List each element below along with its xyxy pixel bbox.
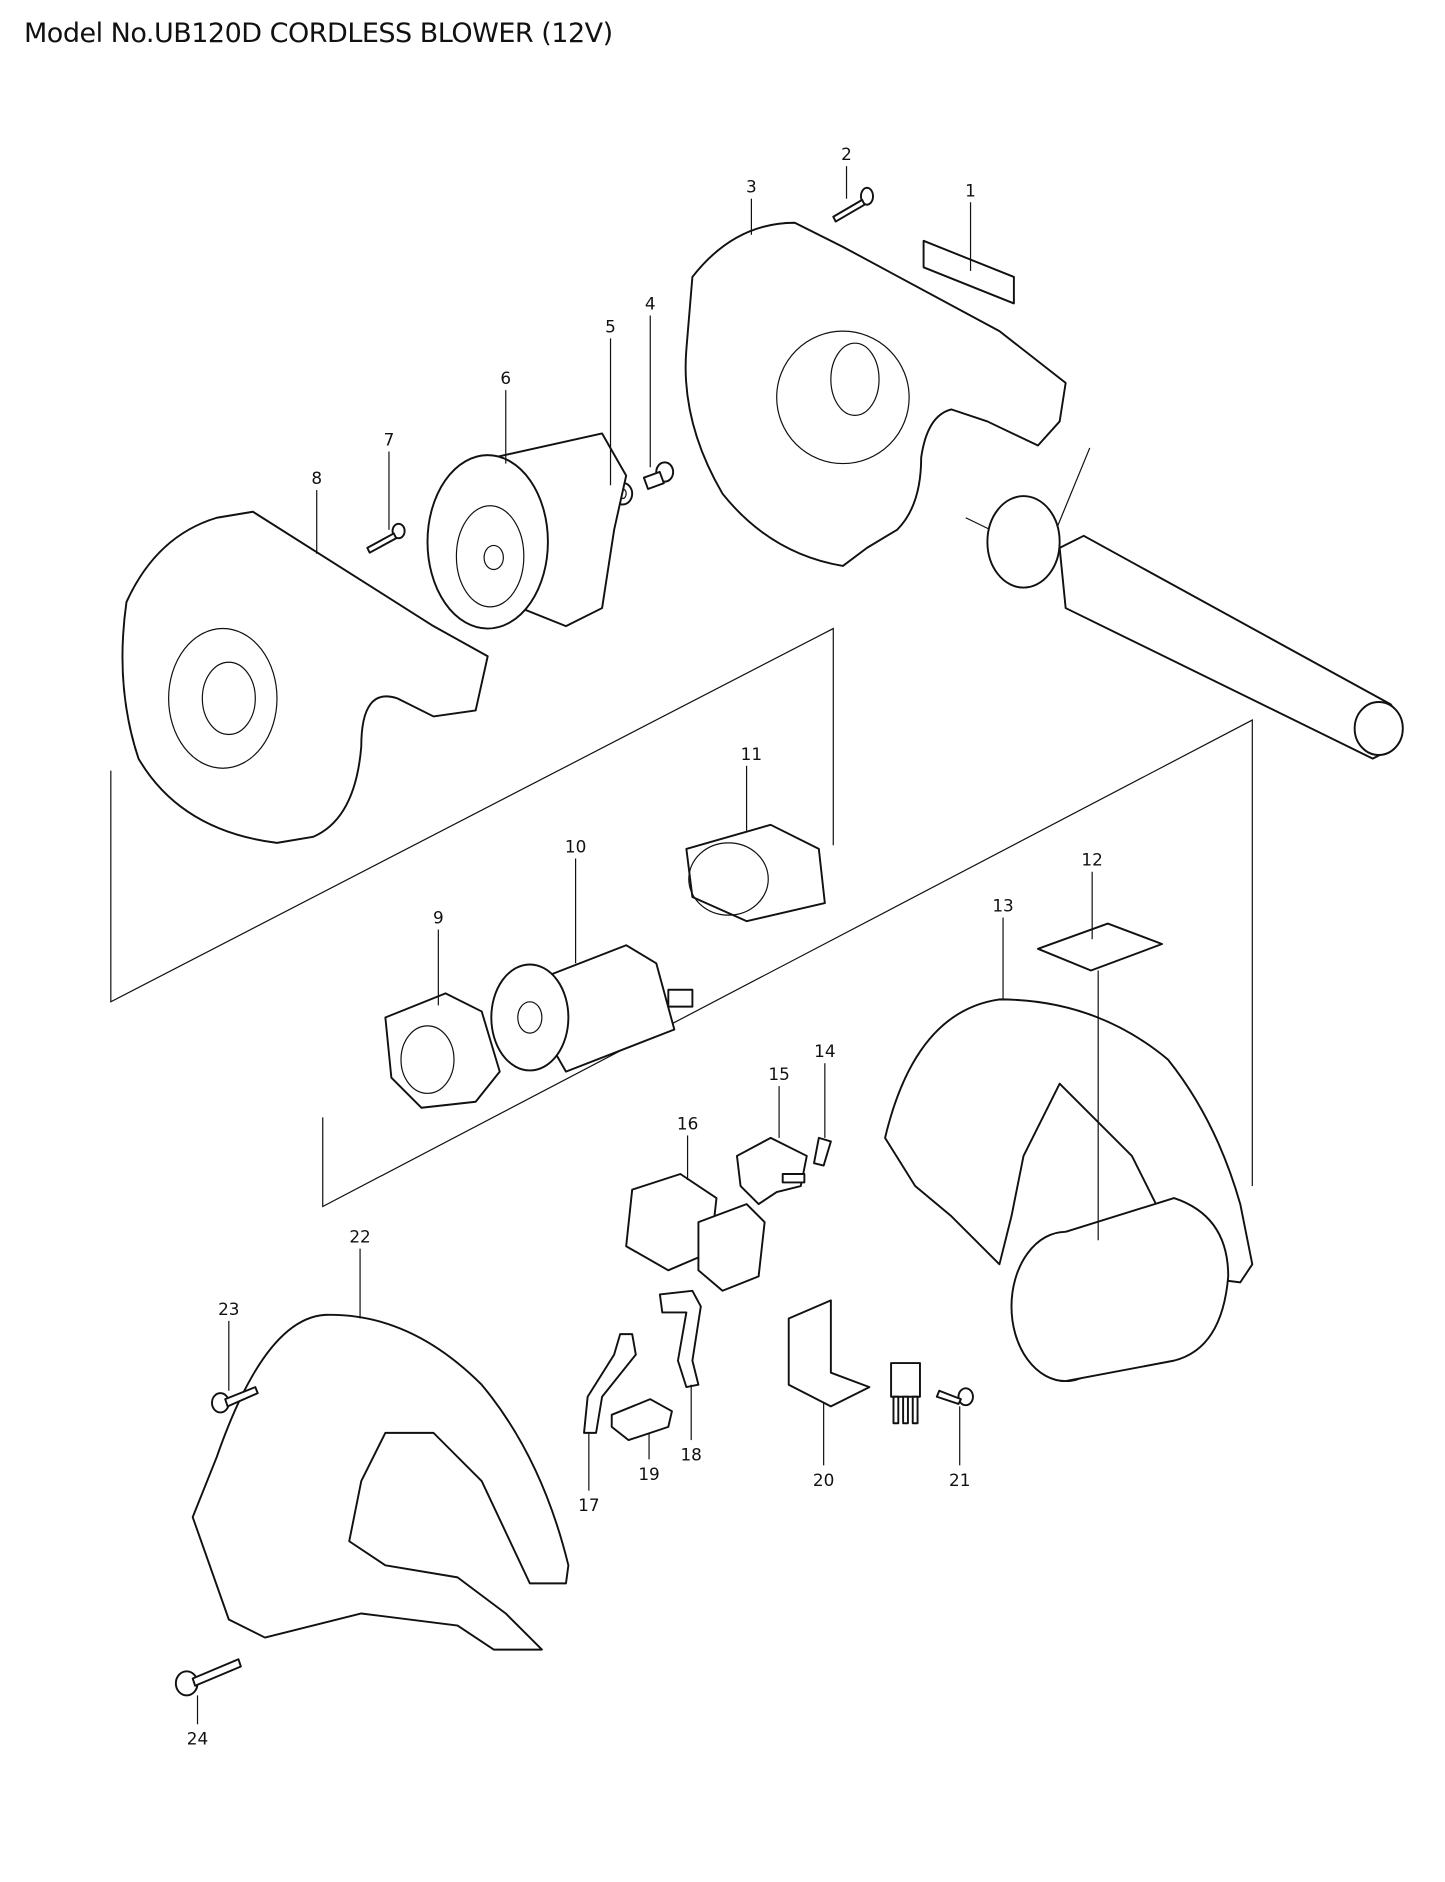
part-24-screw: [174, 1658, 242, 1697]
part-18-terminal: [658, 1289, 702, 1389]
part-13-housing: [884, 998, 1254, 1383]
callout-2: 2: [841, 144, 852, 164]
part-6-fan: [426, 432, 628, 630]
part-10-motor: [490, 944, 694, 1073]
part-1-label: [922, 239, 1015, 305]
nozzle: [986, 495, 1404, 760]
part-2-screw: [832, 186, 874, 223]
part-3-blower-cover: [684, 221, 1067, 567]
part-23-screw: [211, 1386, 259, 1414]
page-title: Model No.UB120D CORDLESS BLOWER (12V): [24, 18, 613, 49]
callout-22: 22: [349, 1227, 370, 1247]
part-19-insulator: [610, 1398, 673, 1442]
part-16-switch: [625, 1173, 766, 1292]
callout-18: 18: [680, 1445, 701, 1465]
callout-3: 3: [746, 177, 757, 197]
callout-9: 9: [433, 908, 444, 928]
callout-8: 8: [311, 468, 322, 488]
callout-12: 12: [1081, 850, 1102, 870]
callout-20: 20: [813, 1470, 834, 1490]
callout-19: 19: [638, 1464, 659, 1484]
callout-16: 16: [677, 1113, 698, 1133]
part-7-screw: [366, 522, 406, 554]
part-20-bracket: [787, 1299, 871, 1408]
leader-lines: [196, 166, 1099, 1725]
callout-24: 24: [187, 1729, 208, 1749]
part-14-clip: [813, 1136, 832, 1167]
callout-14: 14: [814, 1041, 835, 1061]
part-4-bolt: [642, 461, 675, 490]
part-8-fan-housing: [121, 510, 489, 844]
callout-4: 4: [645, 293, 656, 313]
callout-7: 7: [384, 430, 395, 450]
callout-13: 13: [992, 895, 1013, 915]
callout-15: 15: [768, 1064, 789, 1084]
part-12-label: [1037, 922, 1163, 972]
part-17-terminal: [583, 1333, 637, 1434]
callout-5: 5: [605, 316, 616, 336]
callout-23: 23: [218, 1299, 239, 1319]
part-21-screw: [890, 1362, 974, 1425]
callout-17: 17: [578, 1495, 599, 1515]
callout-10: 10: [565, 836, 586, 856]
callout-21: 21: [949, 1470, 970, 1490]
callout-11: 11: [741, 744, 762, 764]
callout-6: 6: [500, 368, 511, 388]
part-9-end-cap: [384, 992, 501, 1109]
callout-1: 1: [965, 180, 976, 200]
part-11-motor-sleeve: [685, 823, 826, 923]
part-15-switch-lever: [735, 1136, 808, 1206]
part-22-housing: [191, 1313, 570, 1651]
